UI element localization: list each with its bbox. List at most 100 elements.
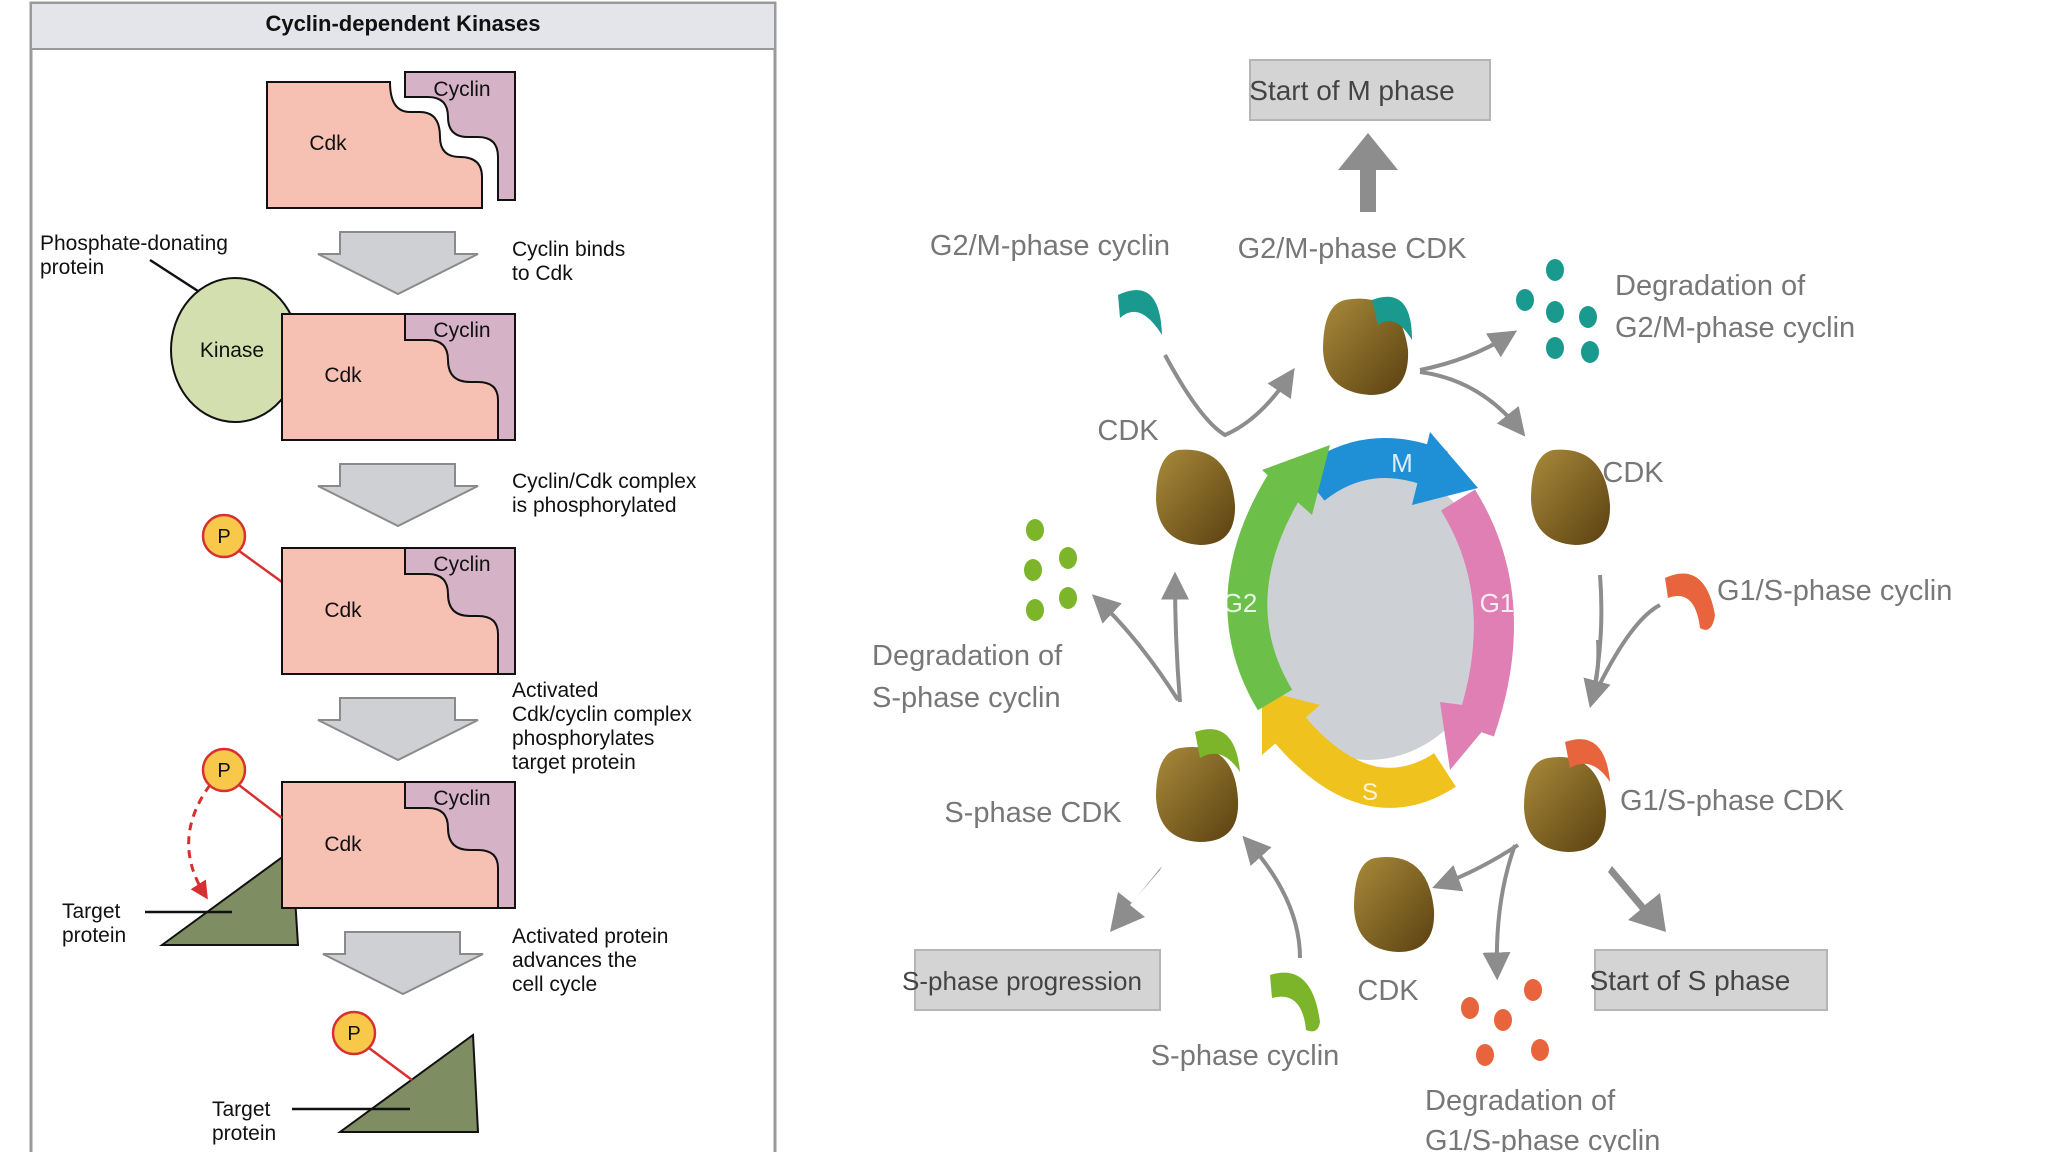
binding-arrow-g1s [1590,574,1661,701]
phase-m-label: M [1391,448,1413,478]
phosphate-bond [364,1043,413,1082]
cdk-right-icon [1531,449,1611,545]
phase-g2-arrowhead [1262,445,1330,515]
cyclin-shape [404,313,516,441]
phosphate-bond [234,781,283,819]
phase-g2-label: G2 [1223,588,1258,618]
target-protein-label: Target protein [212,1098,276,1145]
cyclin-shape [404,71,516,201]
stage-activated-target: P Target protein [212,1010,480,1145]
binding-arrow-s [1242,835,1302,959]
binding-arrow-g2m [1163,354,1295,438]
phosphate-bond [234,546,283,584]
cdk-panel-header [30,2,776,50]
s-phase-progression-box [914,949,1161,1011]
g1s-cyclin-bound-icon [1565,739,1610,782]
s-cyclin-fragments [1024,519,1077,621]
phosphate-icon [201,513,247,559]
s-cyclin-label: S-phase cyclin [1151,1040,1340,1072]
cdk-bottom-label: CDK [1357,975,1419,1007]
step-arrow-4 [322,931,484,996]
g2m-cyclin-label: G2/M-phase cyclin [930,230,1170,262]
g1s-cdk-icon [1524,757,1607,852]
cyclin-label: Cyclin [433,78,490,101]
step-text-4: Activated protein advances the cell cycl… [512,925,674,996]
stage-cyclin-unbound: Cdk Cyclin [266,71,516,209]
phase-m-arrowhead [1412,432,1478,505]
phosphate-label: P [347,1023,360,1045]
step-text-3: Activated Cdk/cyclin complex phosphoryla… [512,679,698,774]
arrow-to-s-progression [1110,866,1162,932]
s-cdk-label: S-phase CDK [944,797,1122,829]
degradation-arrow-g2m [1419,330,1518,372]
cdk-bottom-icon [1354,857,1435,952]
release-arrow-g2m [1419,370,1526,437]
cyclin-shape [404,781,516,909]
g1s-cyclin-fragments [1461,979,1549,1066]
phosphate-icon [331,1010,377,1056]
cdk-panel: Cyclin-dependent Kinases Cdk Cyclin Cycl… [29,1,777,1152]
cdk-left-label: CDK [1097,415,1159,447]
stage-phosphorylated: P Cdk Cyclin [201,513,516,675]
s-phase-progression-label: S-phase progression [902,966,1142,996]
g1s-cyclin-label: G1/S-phase cyclin [1717,575,1952,607]
cyclin-shape [404,547,516,675]
step-text-1: Cyclin binds to Cdk [512,238,631,285]
cdk-label: Cdk [324,833,362,856]
cell-cycle-ring: M G1 S G2 [1223,432,1515,808]
g2m-cyclin-fragments [1516,259,1599,363]
arrow-to-start-s [1608,866,1666,932]
phase-g1-arrowhead [1440,702,1500,770]
phosphate-label: P [217,526,230,548]
phase-g1-label: G1 [1480,588,1515,618]
up-arrow [1338,133,1398,212]
cyclin-label: Cyclin [433,787,490,810]
phosphate-label: P [217,760,230,782]
binding-arrow-g1s-head [1583,639,1611,709]
g2m-cdk-label: G2/M-phase CDK [1238,233,1468,265]
stage-target-phosphorylation: Cdk Cyclin P Target protein [62,747,516,947]
step-arrow-3 [317,697,479,762]
g2m-cdk-icon [1323,298,1409,395]
phase-s-label: S [1362,779,1378,806]
cdk-label: Cdk [324,599,362,622]
phosphate-transfer-arrow [187,784,212,900]
start-m-phase-label: Start of M phase [1249,75,1454,106]
stage-kinase-complex: Kinase Cdk Cyclin [170,277,516,441]
cdk-right-label: CDK [1602,457,1664,489]
cycle-center [1240,464,1496,760]
phosphate-icon [201,747,247,793]
cdk-label: Cdk [324,364,362,387]
degradation-g2m-label: Degradation of G2/M-phase cyclin [1615,270,1855,344]
phosphate-donating-label: Phosphate-donating protein [40,232,234,279]
kinase-label: Kinase [200,339,264,362]
g2m-cyclin-icon [1118,290,1162,335]
phase-s-arc [1274,716,1456,808]
start-m-phase-box [1249,59,1491,121]
start-s-phase-box [1594,949,1828,1011]
phase-g2-arc [1227,474,1303,711]
degradation-s-label: Degradation of S-phase cyclin [872,640,1070,714]
s-cyclin-icon [1270,972,1320,1032]
s-cdk-icon [1156,747,1239,842]
degradation-arrow-g1s [1482,844,1517,981]
start-s-phase-label: Start of S phase [1590,965,1791,996]
phase-g1-arc [1440,489,1514,737]
cdk-panel-title: Cyclin-dependent Kinases [265,11,540,36]
step-arrow-2 [317,463,479,528]
step-text-2: Cyclin/Cdk complex is phosphorylated [512,470,702,517]
g2m-cyclin-bound-icon [1372,296,1412,340]
g1s-cyclin-icon [1665,573,1715,630]
g1s-cdk-label: G1/S-phase CDK [1620,785,1845,817]
release-arrow-g1s [1432,843,1520,892]
s-cyclin-bound-icon [1195,729,1240,772]
cyclin-label: Cyclin [433,553,490,576]
cdk-label: Cdk [309,132,347,155]
cdk-shape [266,81,483,209]
degradation-g1s-label: Degradation of G1/S-phase cyclin [1425,1085,1660,1152]
release-arrow-s [1161,571,1190,703]
cdk-left-icon [1156,449,1236,545]
cell-cycle-panel: M G1 S G2 Start of M phase G2/M-phase cy… [872,59,1952,1152]
target-protein-label: Target protein [62,900,126,947]
phase-s-arrowhead [1262,690,1320,755]
